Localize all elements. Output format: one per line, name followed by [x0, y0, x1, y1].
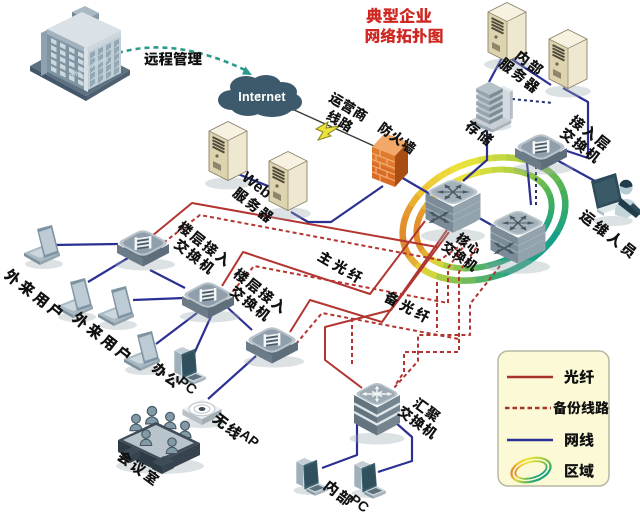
- svg-text:Internet: Internet: [238, 90, 286, 104]
